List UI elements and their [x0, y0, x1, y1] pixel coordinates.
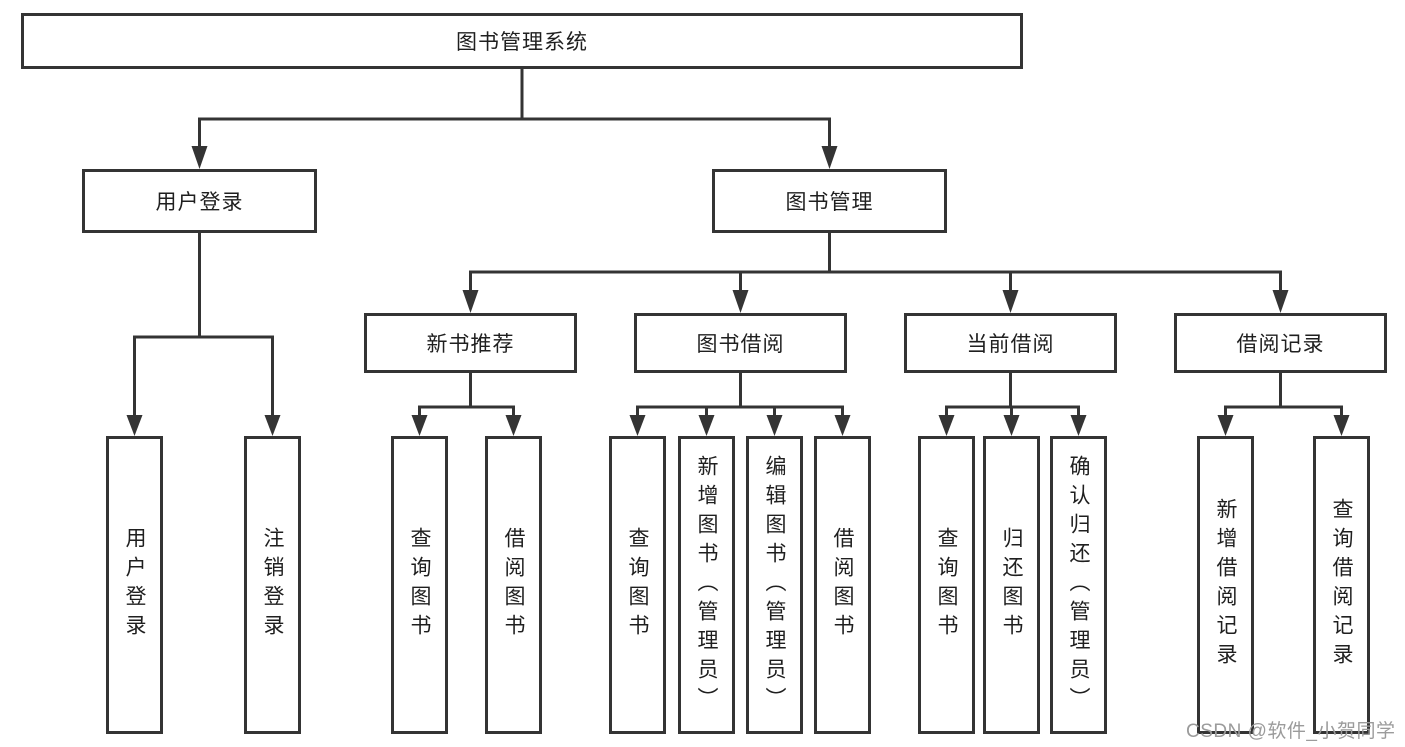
- node-root: 图书管理系统: [21, 13, 1023, 69]
- arrowhead-icon: [1003, 415, 1020, 436]
- arrowhead-icon: [126, 415, 143, 436]
- connector-current-borrow-to-leaves: [938, 373, 1087, 436]
- leaf-borrowing-borrow-books-label: 借阅图书: [831, 527, 854, 643]
- leaf-borrowing-query-books: 查询图书: [609, 436, 666, 734]
- arrowhead-icon: [821, 146, 838, 169]
- leaf-recommend-query-books-label: 查询图书: [408, 527, 431, 643]
- node-user-login: 用户登录: [82, 169, 317, 233]
- connector-line: [418, 373, 515, 417]
- node-borrowing-records-label: 借阅记录: [1236, 333, 1325, 356]
- connector-line: [469, 233, 1282, 292]
- leaf-add-borrow-record-label: 新增借阅记录: [1214, 498, 1237, 672]
- leaf-edit-books-admin-label: 编辑图书（管理员）: [763, 454, 786, 716]
- arrowhead-icon: [1272, 290, 1289, 313]
- leaf-return-books: 归还图书: [983, 436, 1040, 734]
- arrowhead-icon: [938, 415, 955, 436]
- leaf-edit-books-admin: 编辑图书（管理员）: [746, 436, 803, 734]
- leaf-borrowing-borrow-books: 借阅图书: [814, 436, 871, 734]
- arrowhead-icon: [462, 290, 479, 313]
- arrowhead-icon: [1002, 290, 1019, 313]
- node-book-management: 图书管理: [712, 169, 947, 233]
- leaf-add-borrow-record: 新增借阅记录: [1197, 436, 1254, 734]
- leaf-return-books-label: 归还图书: [1000, 527, 1023, 643]
- arrowhead-icon: [264, 415, 281, 436]
- leaf-user-login-label: 用户登录: [123, 527, 146, 643]
- leaf-recommend-borrow-books-label: 借阅图书: [502, 527, 525, 643]
- connector-line: [636, 373, 844, 417]
- connector-line: [133, 233, 274, 417]
- leaf-logout-label: 注销登录: [261, 527, 284, 643]
- leaf-recommend-query-books: 查询图书: [391, 436, 448, 734]
- arrowhead-icon: [1217, 415, 1234, 436]
- arrowhead-icon: [732, 290, 749, 313]
- arrowhead-icon: [1333, 415, 1350, 436]
- node-root-label: 图书管理系统: [456, 31, 588, 54]
- arrowhead-icon: [411, 415, 428, 436]
- arrowhead-icon: [1070, 415, 1087, 436]
- connector-line: [1224, 373, 1343, 417]
- leaf-current-query-books: 查询图书: [918, 436, 975, 734]
- node-current-borrowing-label: 当前借阅: [966, 333, 1055, 356]
- node-current-borrowing: 当前借阅: [904, 313, 1117, 373]
- csdn-watermark: CSDN @软件_小贺同学: [1186, 721, 1396, 742]
- leaf-borrowing-query-books-label: 查询图书: [626, 527, 649, 643]
- leaf-user-login: 用户登录: [106, 436, 163, 734]
- leaf-confirm-return-admin-label: 确认归还（管理员）: [1067, 454, 1090, 716]
- leaf-query-borrow-record-label: 查询借阅记录: [1330, 498, 1353, 672]
- arrowhead-icon: [191, 146, 208, 169]
- leaf-add-books-admin-label: 新增图书（管理员）: [695, 454, 718, 716]
- node-book-management-label: 图书管理: [785, 191, 874, 214]
- connector-line: [198, 69, 831, 148]
- node-new-book-recommend: 新书推荐: [364, 313, 577, 373]
- connector-book-mgmt-to-level3: [462, 233, 1289, 313]
- connector-user-login-to-leaves: [126, 233, 281, 436]
- leaf-current-query-books-label: 查询图书: [935, 527, 958, 643]
- arrowhead-icon: [766, 415, 783, 436]
- connector-line: [945, 373, 1080, 417]
- node-book-borrowing-label: 图书借阅: [696, 333, 785, 356]
- node-new-book-recommend-label: 新书推荐: [426, 333, 515, 356]
- node-user-login-label: 用户登录: [155, 191, 244, 214]
- arrowhead-icon: [505, 415, 522, 436]
- connector-book-borrow-to-leaves: [629, 373, 851, 436]
- leaf-add-books-admin: 新增图书（管理员）: [678, 436, 735, 734]
- leaf-confirm-return-admin: 确认归还（管理员）: [1050, 436, 1107, 734]
- arrowhead-icon: [629, 415, 646, 436]
- leaf-query-borrow-record: 查询借阅记录: [1313, 436, 1370, 734]
- leaf-recommend-borrow-books: 借阅图书: [485, 436, 542, 734]
- connector-root-to-level2: [191, 69, 838, 169]
- leaf-logout: 注销登录: [244, 436, 301, 734]
- connector-borrow-record-to-leaves: [1217, 373, 1350, 436]
- node-book-borrowing: 图书借阅: [634, 313, 847, 373]
- arrowhead-icon: [834, 415, 851, 436]
- arrowhead-icon: [698, 415, 715, 436]
- node-borrowing-records: 借阅记录: [1174, 313, 1387, 373]
- connector-new-book-rec-to-leaves: [411, 373, 522, 436]
